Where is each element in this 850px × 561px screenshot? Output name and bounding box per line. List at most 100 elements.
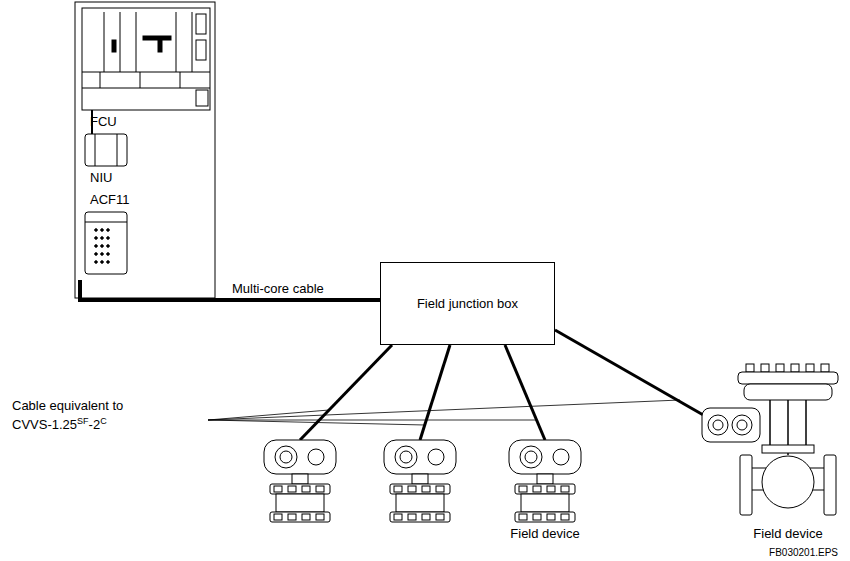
rack-divider [180, 72, 181, 88]
transmitter-capsule [276, 494, 324, 512]
acf11-terminal [101, 253, 104, 256]
acf11-terminal [107, 261, 110, 264]
part-name: FCU [90, 114, 117, 129]
bonnet [762, 445, 814, 453]
box-label: Field junction box [417, 296, 518, 311]
cable-type: SF [77, 416, 89, 426]
flange-bolt [436, 514, 444, 520]
part-name: NIU [90, 170, 112, 185]
multi-core-cable [80, 280, 380, 300]
acf11-terminal [95, 261, 98, 264]
rack-module [196, 14, 206, 34]
flange-bolt [519, 514, 527, 520]
valve-body [762, 456, 814, 508]
transmitter-cover [275, 446, 297, 468]
flange-bolt [274, 486, 282, 492]
acf11-terminal [95, 245, 98, 248]
transmitter-housing [509, 440, 581, 474]
acf11-terminal [95, 253, 98, 256]
device-label: Field device [510, 526, 579, 541]
acf11-terminal [101, 245, 104, 248]
actuator-bolt [806, 364, 814, 372]
transmitter-flange [390, 512, 450, 522]
control-valve [702, 364, 838, 515]
actuator-bolt [746, 364, 754, 372]
transmitter-cover [308, 449, 324, 465]
positioner [702, 408, 760, 442]
transmitter-capsule [396, 494, 444, 512]
flange-bolt [394, 514, 402, 520]
leader-line [208, 400, 680, 420]
flange-bolt [302, 514, 310, 520]
transmitter-neck [412, 474, 428, 484]
flange-bolt [316, 486, 324, 492]
field-cable [300, 345, 392, 440]
acf11-terminal [101, 229, 104, 232]
flange-bolt [533, 514, 541, 520]
flange-bolt [274, 514, 282, 520]
transmitter-cover [395, 446, 417, 468]
cable-type: -2 [89, 417, 101, 432]
flange-bolt [394, 486, 402, 492]
field-cable [555, 330, 712, 420]
rack-slot [120, 12, 121, 72]
transmitter-flange [515, 512, 575, 522]
rack-slot [136, 12, 137, 72]
acf11-terminal [95, 237, 98, 240]
acf11-module [85, 212, 127, 274]
flange-bolt [561, 486, 569, 492]
transmitter-flange [270, 512, 330, 522]
fcu-rack [82, 8, 210, 110]
part-name: ACF11 [90, 192, 130, 207]
field-cable [505, 345, 545, 440]
cable-label: Multi-core cable [232, 281, 324, 296]
rack-divider [100, 72, 101, 88]
gauge-face [713, 420, 723, 430]
actuator-bolt [776, 364, 784, 372]
acf11-terminal [95, 229, 98, 232]
flange-bolt [408, 486, 416, 492]
niu-detail [117, 134, 118, 166]
rack-slot [104, 12, 105, 72]
cable-type-line: CVVS-1.25SF-2C [12, 414, 107, 432]
transmitter-window [280, 451, 292, 463]
flange-bolt [436, 486, 444, 492]
actuator-case [744, 384, 832, 400]
acf11-detail [85, 222, 127, 223]
transmitter [384, 440, 456, 522]
acf11-terminal [107, 253, 110, 256]
transmitter-neck [537, 474, 553, 484]
transmitter-flange [270, 484, 330, 494]
rack-led [112, 40, 116, 52]
rack-shelf [82, 88, 210, 89]
flange-bolt [408, 514, 416, 520]
actuator-bolt [761, 364, 769, 372]
flange-bolt [288, 514, 296, 520]
transmitter-capsule [521, 494, 569, 512]
niu-module [85, 134, 127, 166]
valve-flange [824, 455, 836, 515]
flange-bolt [422, 486, 430, 492]
flange-bolt [316, 514, 324, 520]
transmitter-flange [515, 484, 575, 494]
rack-divider [140, 72, 141, 88]
rack-handle [143, 36, 171, 40]
control-cabinet [75, 2, 215, 298]
flange-bolt [533, 486, 541, 492]
device-label: Field device [753, 526, 822, 541]
positioner-gauge [732, 415, 752, 435]
transmitter-flange [390, 484, 450, 494]
gauge-face [737, 420, 747, 430]
rack-module [196, 40, 206, 60]
actuator-bolt [791, 364, 799, 372]
yoke [769, 400, 771, 445]
rack-led [158, 40, 162, 52]
field-cable [420, 345, 450, 440]
acf11-terminal [107, 245, 110, 248]
flange-bolt [547, 514, 555, 520]
cable-note: Cable equivalent to [12, 398, 123, 413]
transmitter [264, 440, 336, 522]
cable-type: CVVS-1.25 [12, 417, 77, 432]
actuator-bolt [821, 364, 829, 372]
